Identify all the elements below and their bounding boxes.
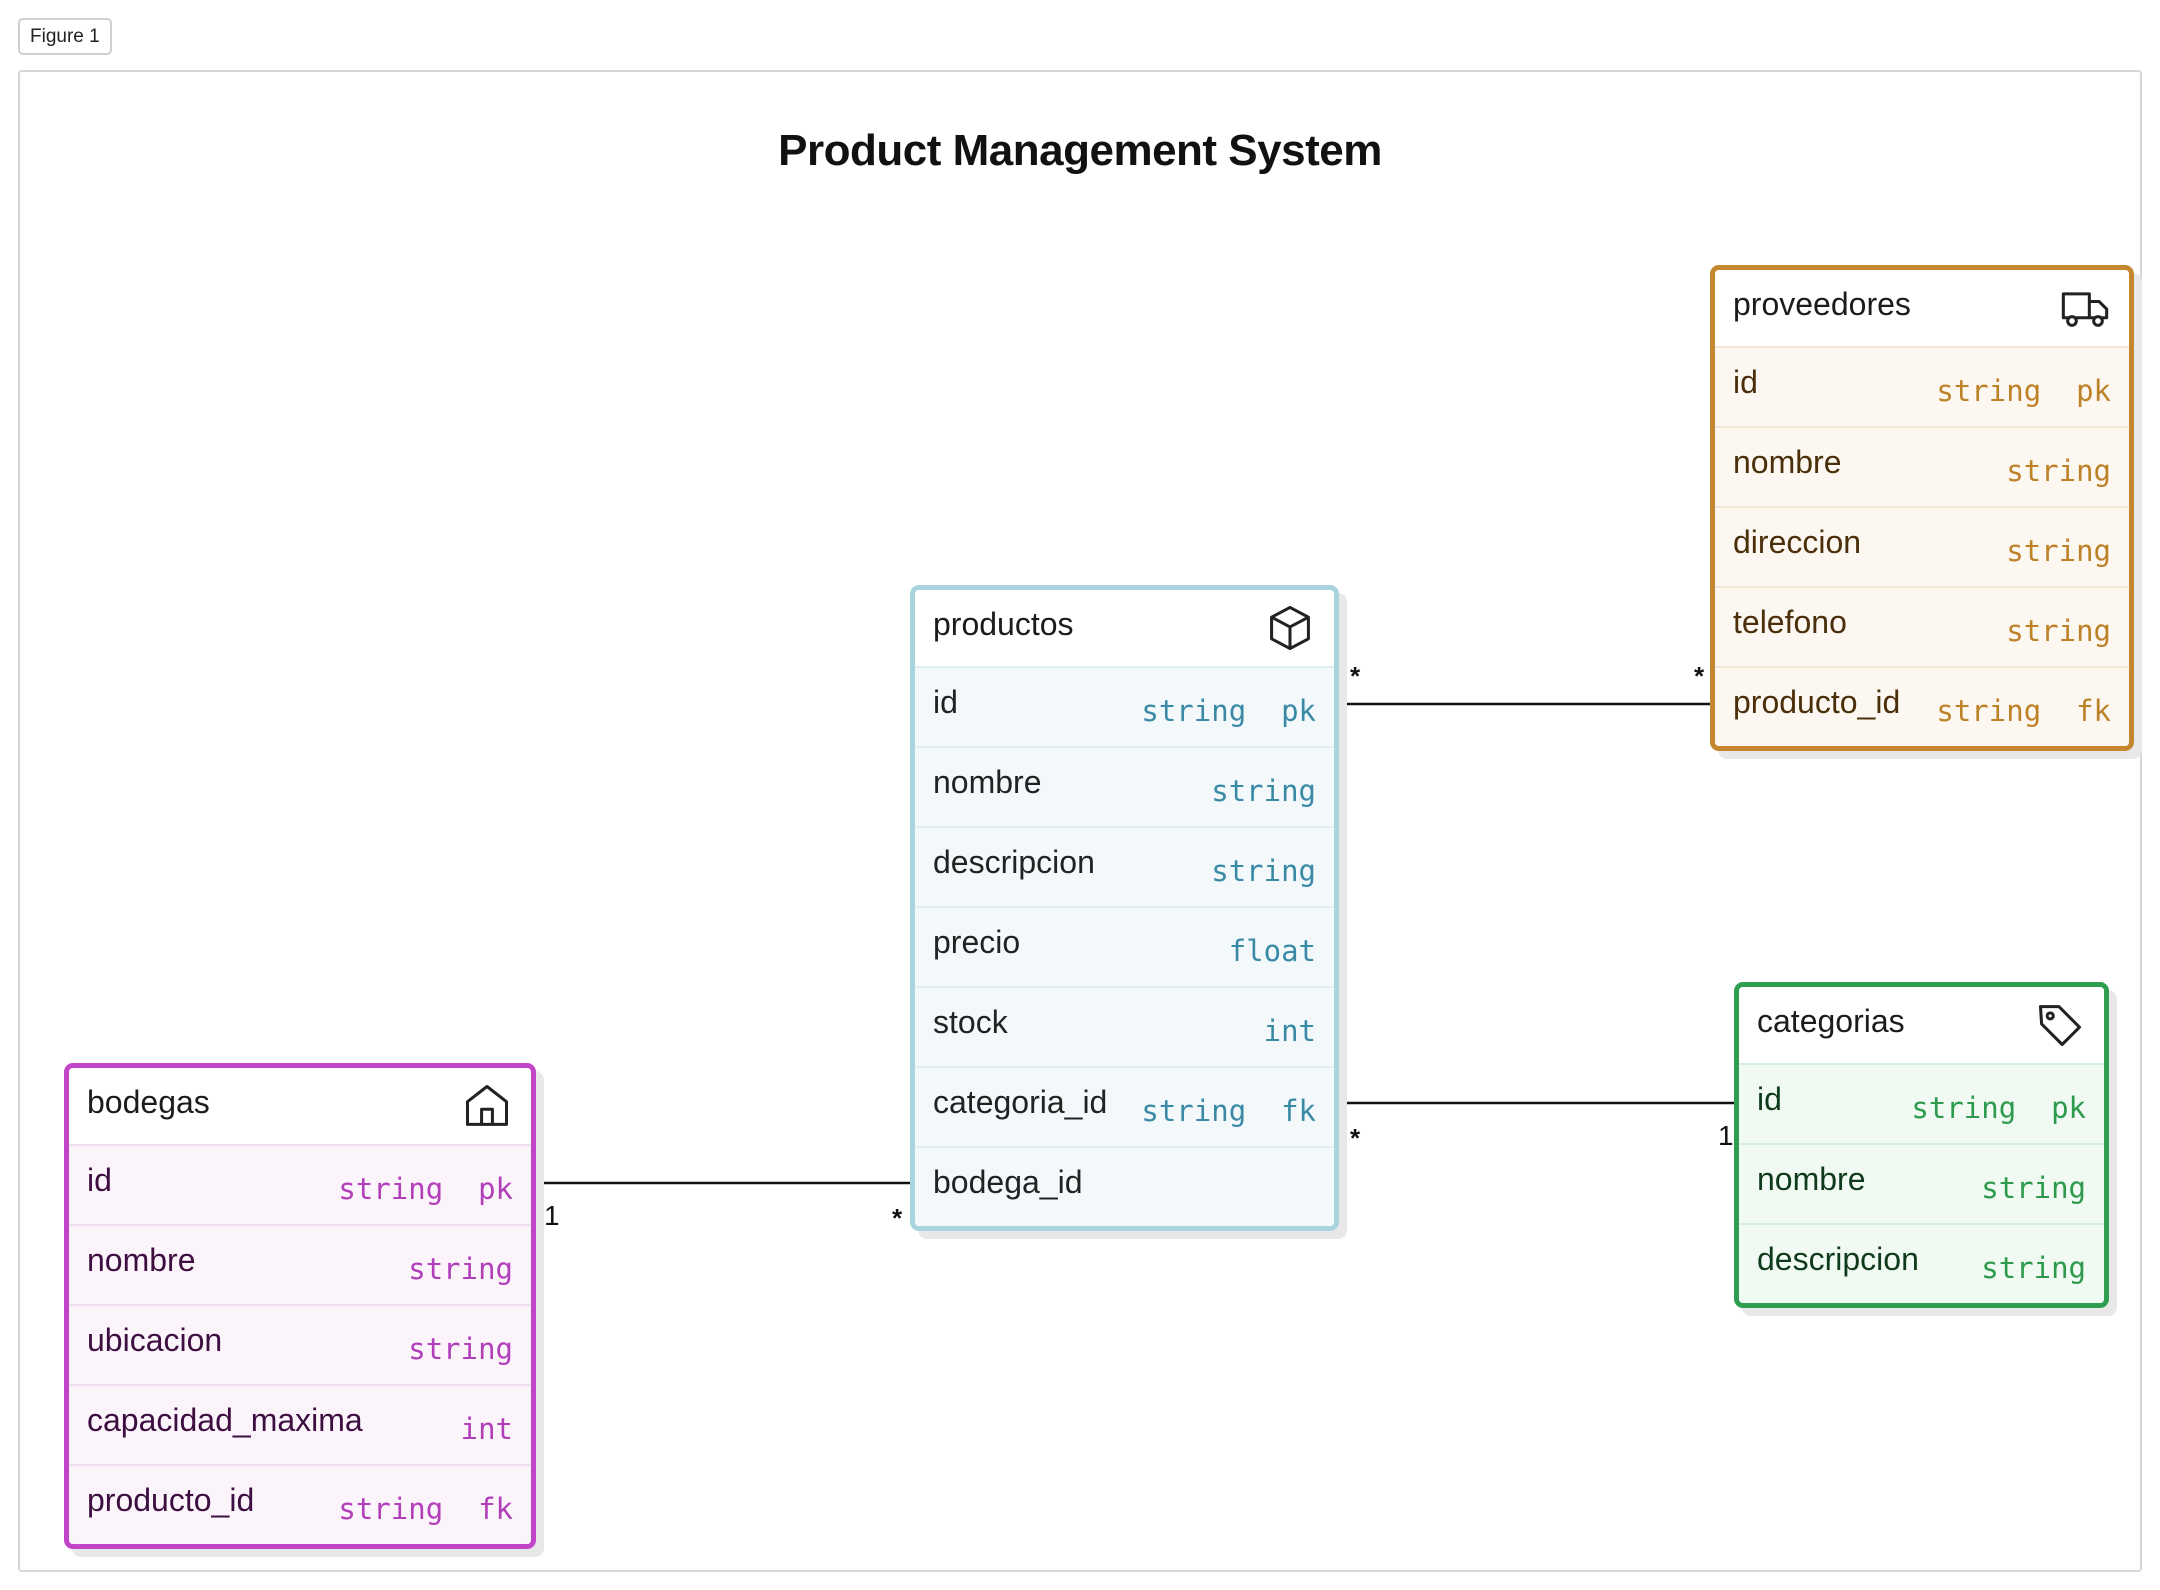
box-icon (1270, 605, 1310, 651)
field-name: producto_id (87, 1482, 255, 1518)
entity-name: bodegas (87, 1084, 210, 1120)
field-name: stock (933, 1004, 1008, 1040)
card-productos-proveedores-to: * (1694, 661, 1705, 691)
truck-icon (2061, 292, 2109, 327)
card-productos-proveedores-from: * (1350, 661, 1361, 691)
field-row[interactable]: descripcion string (915, 826, 1334, 906)
field-name: bodega_id (933, 1164, 1083, 1200)
field-name: nombre (933, 764, 1042, 800)
field-row[interactable]: id string pk (1715, 346, 2129, 426)
card-productos-categorias-to: 1 (1718, 1120, 1734, 1151)
entity-bodegas[interactable]: bodegas id string pk nombre string ubicaci… (64, 1063, 536, 1549)
field-row[interactable]: descripcion string (1739, 1223, 2104, 1303)
field-row[interactable]: direccion string (1715, 506, 2129, 586)
diagram-title: Product Management System (778, 126, 1382, 175)
field-row[interactable]: precio float (915, 906, 1334, 986)
field-row[interactable]: id string pk (69, 1144, 531, 1224)
field-row[interactable]: nombre string (69, 1224, 531, 1304)
field-name: nombre (87, 1242, 196, 1278)
field-name: categoria_id (933, 1084, 1108, 1120)
entity-header: proveedores (1715, 270, 2129, 346)
rel-productos-categorias (1321, 1098, 1753, 1108)
field-type: string (2006, 534, 2111, 568)
field-name: telefono (1733, 604, 1847, 640)
field-name: nombre (1757, 1161, 1866, 1197)
entity-header: categorias (1739, 987, 2104, 1063)
rel-bodegas-productos (518, 1178, 927, 1188)
entity-header: productos (915, 590, 1334, 666)
field-row[interactable]: producto_id string fk (1715, 666, 2129, 746)
field-name: nombre (1733, 444, 1842, 480)
rel-productos-proveedores (1321, 699, 1727, 709)
field-type: string pk (1141, 694, 1316, 728)
figure-tab[interactable]: Figure 1 (18, 18, 112, 55)
field-row[interactable]: id string pk (915, 666, 1334, 746)
field-row[interactable]: categoria_id string fk (915, 1066, 1334, 1146)
field-row[interactable]: ubicacion string (69, 1304, 531, 1384)
field-type: int (1263, 1014, 1316, 1048)
house-icon (465, 1084, 509, 1126)
field-row[interactable]: nombre string (915, 746, 1334, 826)
field-row[interactable]: nombre string (1715, 426, 2129, 506)
field-row[interactable]: bodega_id (915, 1146, 1334, 1226)
field-type: string fk (1936, 694, 2111, 728)
field-name: producto_id (1733, 684, 1901, 720)
field-name: ubicacion (87, 1322, 223, 1358)
entity-proveedores[interactable]: proveedores id string pk nombre string dir… (1710, 265, 2134, 751)
field-name: id (87, 1162, 112, 1198)
field-type: string (408, 1332, 513, 1366)
field-type: string (408, 1252, 513, 1286)
entity-productos[interactable]: productos id string pk nombre string descr… (910, 585, 1339, 1231)
field-type: string (1211, 774, 1316, 808)
field-type: string (1211, 854, 1316, 888)
field-name: capacidad_maxima (87, 1402, 363, 1438)
field-type: string fk (338, 1492, 513, 1526)
field-row[interactable]: telefono string (1715, 586, 2129, 666)
field-type: string (1981, 1171, 2086, 1205)
field-row[interactable]: producto_id string fk (69, 1464, 531, 1544)
figure-frame (18, 70, 2142, 1572)
field-type: string (2006, 614, 2111, 648)
entity-header: bodegas (69, 1068, 531, 1144)
field-name: precio (933, 924, 1021, 960)
entity-name: categorias (1757, 1003, 1905, 1039)
field-type: float (1228, 934, 1316, 968)
card-bodegas-productos-to: * (892, 1203, 903, 1233)
entity-name: proveedores (1733, 286, 1911, 322)
field-name: descripcion (933, 844, 1095, 880)
field-name: id (1757, 1081, 1782, 1117)
tag-icon (2038, 1005, 2082, 1047)
field-name: id (1733, 364, 1758, 400)
field-type: string (2006, 454, 2111, 488)
card-productos-categorias-from: * (1350, 1123, 1361, 1153)
field-name: direccion (1733, 524, 1862, 560)
card-bodegas-productos-from: 1 (544, 1200, 560, 1231)
field-name: id (933, 684, 958, 720)
field-type: string fk (1141, 1094, 1316, 1128)
field-type: string pk (338, 1172, 513, 1206)
field-type: int (460, 1412, 513, 1446)
entity-categorias[interactable]: categorias id string pk nombre string desc… (1734, 982, 2109, 1308)
field-type: string (1981, 1251, 2086, 1285)
field-type: string pk (1936, 374, 2111, 408)
field-row[interactable]: stock int (915, 986, 1334, 1066)
field-type: string pk (1911, 1091, 2086, 1125)
field-row[interactable]: nombre string (1739, 1143, 2104, 1223)
entity-name: productos (933, 606, 1074, 642)
field-row[interactable]: capacidad_maxima int (69, 1384, 531, 1464)
field-name: descripcion (1757, 1241, 1919, 1277)
field-row[interactable]: id string pk (1739, 1063, 2104, 1143)
